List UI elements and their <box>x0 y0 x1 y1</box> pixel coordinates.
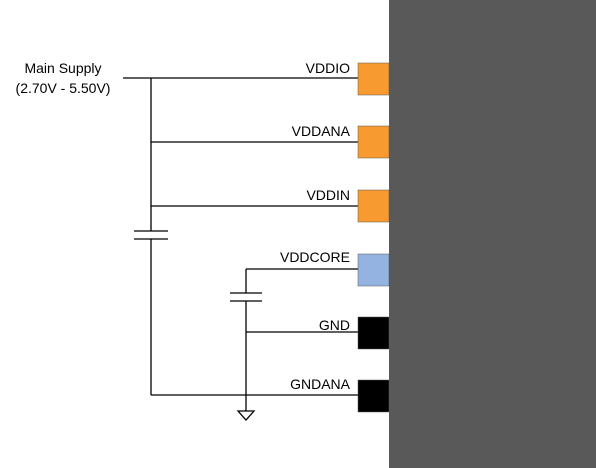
pin-label-vddcore: VDDCORE <box>280 249 350 265</box>
pin-label-vddin: VDDIN <box>306 187 350 203</box>
capacitor-icon <box>134 230 168 240</box>
pin-gnd <box>357 316 390 350</box>
pin-label-gndana: GNDANA <box>290 376 351 392</box>
ground-icon <box>236 410 256 421</box>
pin-label-vddio: VDDIO <box>306 60 350 76</box>
pin-vddana <box>357 125 390 159</box>
capacitor-icon <box>230 292 262 302</box>
pin-vddcore <box>357 253 390 287</box>
supply-label-name: Main Supply <box>24 60 101 76</box>
supply-label-range: (2.70V - 5.50V) <box>16 80 111 96</box>
pin-vddio <box>357 62 390 96</box>
pin-vddin <box>357 189 390 223</box>
vddcore-wires <box>245 268 358 411</box>
main-supply-wires <box>123 77 358 396</box>
chip-body <box>389 0 596 468</box>
pin-label-gnd: GND <box>319 317 350 333</box>
pin-gndana <box>357 379 390 413</box>
pin-label-vddana: VDDANA <box>292 123 351 139</box>
